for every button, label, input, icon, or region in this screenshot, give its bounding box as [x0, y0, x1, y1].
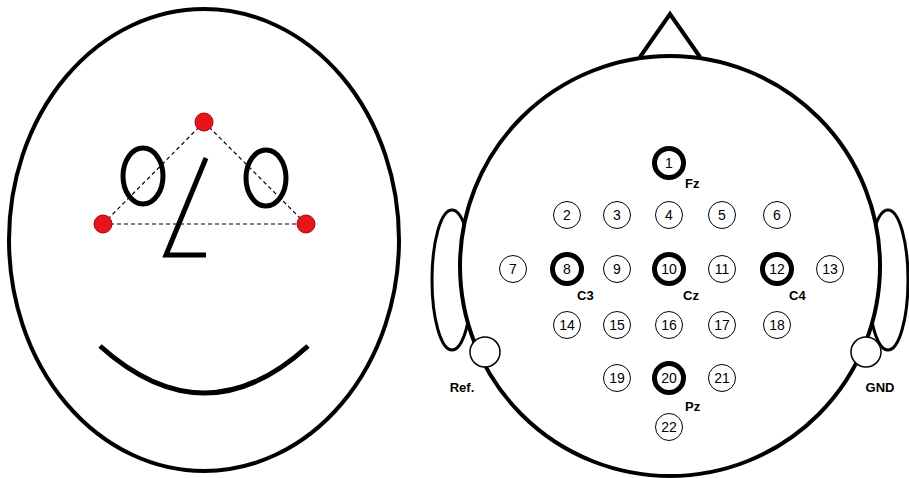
- electrode: 22: [655, 413, 683, 441]
- electrode-label: C4: [789, 289, 806, 302]
- electrode: 14: [553, 311, 581, 339]
- electrode-label: Cz: [683, 289, 699, 302]
- ground-electrode: [851, 337, 881, 367]
- electrode-number: 3: [613, 208, 621, 222]
- reference-electrode: [470, 337, 500, 367]
- electrode-number: 17: [714, 318, 730, 332]
- nose-marker: [640, 14, 700, 57]
- electrode-number: 2: [563, 208, 571, 222]
- highlighted-electrode: 8: [550, 252, 584, 286]
- electrode-number: 12: [769, 262, 785, 276]
- electrode-number: 16: [661, 318, 677, 332]
- electrode-number: 7: [509, 262, 517, 276]
- electrode-number: 14: [559, 318, 575, 332]
- electrode-number: 21: [714, 371, 730, 385]
- electrode-number: 9: [613, 262, 621, 276]
- electrode: 11: [708, 255, 736, 283]
- electrode: 9: [603, 255, 631, 283]
- electrode-number: 22: [661, 420, 677, 434]
- dashed-triangle: [103, 122, 306, 224]
- electrode-number: 13: [822, 262, 838, 276]
- electrode: 7: [499, 255, 527, 283]
- eye: [123, 148, 163, 204]
- highlighted-electrode: 20: [652, 361, 686, 395]
- head-outline: [460, 56, 880, 476]
- electrode-number: 11: [715, 262, 730, 276]
- electrode: 5: [708, 201, 736, 229]
- electrode-number: 6: [773, 208, 781, 222]
- electrode-label: Fz: [685, 177, 699, 190]
- electrode-dot: [195, 113, 213, 131]
- electrode: 4: [655, 201, 683, 229]
- electrode-dot: [94, 215, 112, 233]
- electrode: 13: [816, 255, 844, 283]
- electrode-number: 1: [665, 156, 673, 170]
- electrode: 21: [708, 364, 736, 392]
- electrode: 16: [655, 311, 683, 339]
- electrode-number: 18: [769, 318, 785, 332]
- face-outline: [9, 9, 399, 471]
- electrode-number: 15: [609, 318, 625, 332]
- electrode-label: C3: [577, 289, 594, 302]
- ground-label: GND: [866, 381, 895, 394]
- nose: [166, 158, 206, 255]
- electrode-number: 4: [665, 208, 673, 222]
- electrode-dot: [297, 215, 315, 233]
- highlighted-electrode: 1: [652, 146, 686, 180]
- highlighted-electrode: 10: [652, 252, 686, 286]
- highlighted-electrode: 12: [760, 252, 794, 286]
- reference-label: Ref.: [450, 381, 475, 394]
- electrode: 19: [603, 364, 631, 392]
- electrode-label: Pz: [685, 400, 700, 413]
- electrode-number: 5: [718, 208, 726, 222]
- electrode: 6: [763, 201, 791, 229]
- electrode: 17: [708, 311, 736, 339]
- electrode-number: 19: [609, 371, 625, 385]
- electrode: 18: [763, 311, 791, 339]
- mouth: [100, 346, 308, 393]
- electrode: 15: [603, 311, 631, 339]
- electrode: 2: [553, 201, 581, 229]
- electrode-number: 20: [661, 371, 677, 385]
- electrode-number: 10: [661, 262, 677, 276]
- electrode-number: 8: [563, 262, 571, 276]
- electrode: 3: [603, 201, 631, 229]
